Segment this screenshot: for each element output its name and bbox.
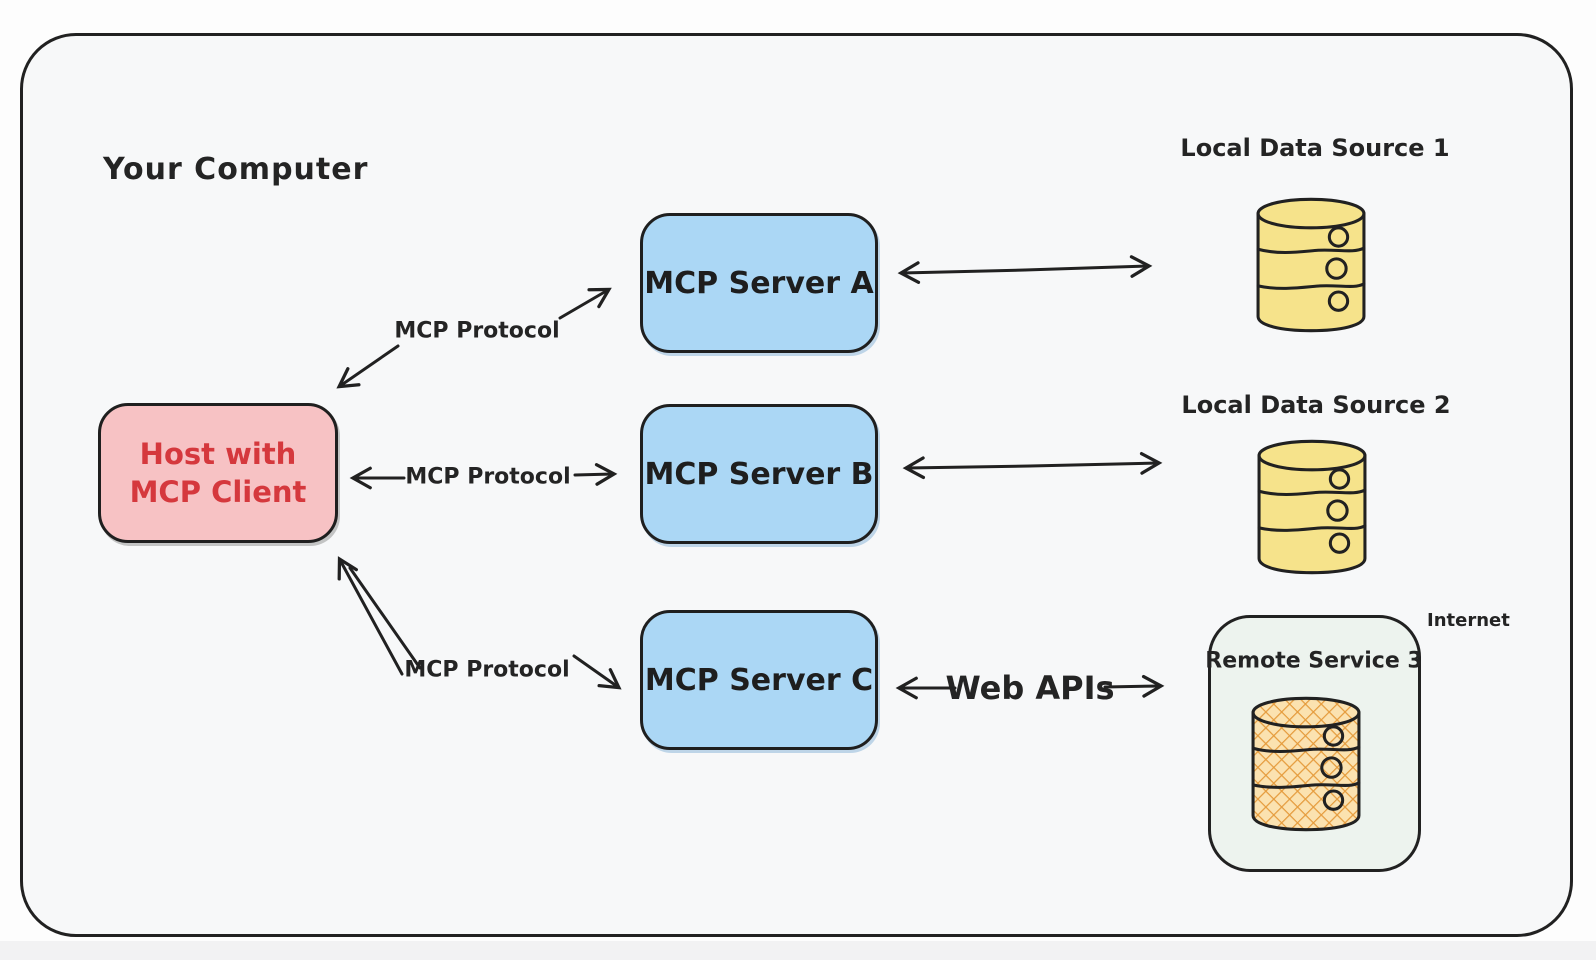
- server-c-box: MCP Server C: [640, 610, 878, 750]
- database-icon: [1251, 696, 1361, 832]
- mcp-protocol-label-bottom: MCP Protocol: [404, 657, 570, 683]
- host-box: Host with MCP Client: [98, 403, 338, 543]
- internet-label: Internet: [1427, 610, 1510, 631]
- mcp-protocol-label-top: MCP Protocol: [394, 318, 560, 344]
- server-a-box: MCP Server A: [640, 213, 878, 353]
- local-data-source-2-label: Local Data Source 2: [1181, 391, 1451, 419]
- host-label-line1: Host with: [139, 436, 297, 471]
- web-apis-label: Web APIs: [945, 669, 1115, 707]
- database-icon: [1257, 439, 1367, 575]
- server-b-label: MCP Server B: [644, 456, 874, 492]
- remote-service-label: Remote Service 3: [1205, 648, 1423, 674]
- server-b-box: MCP Server B: [640, 404, 878, 544]
- host-label-line2: MCP Client: [129, 475, 307, 509]
- server-a-label: MCP Server A: [644, 265, 874, 301]
- bottom-strip: [0, 941, 1596, 960]
- database-icon: [1256, 197, 1366, 333]
- server-c-label: MCP Server C: [644, 662, 874, 698]
- local-data-source-1-label: Local Data Source 1: [1180, 134, 1450, 162]
- container-label: Your Computer: [103, 152, 369, 187]
- mcp-protocol-label-middle: MCP Protocol: [405, 464, 571, 490]
